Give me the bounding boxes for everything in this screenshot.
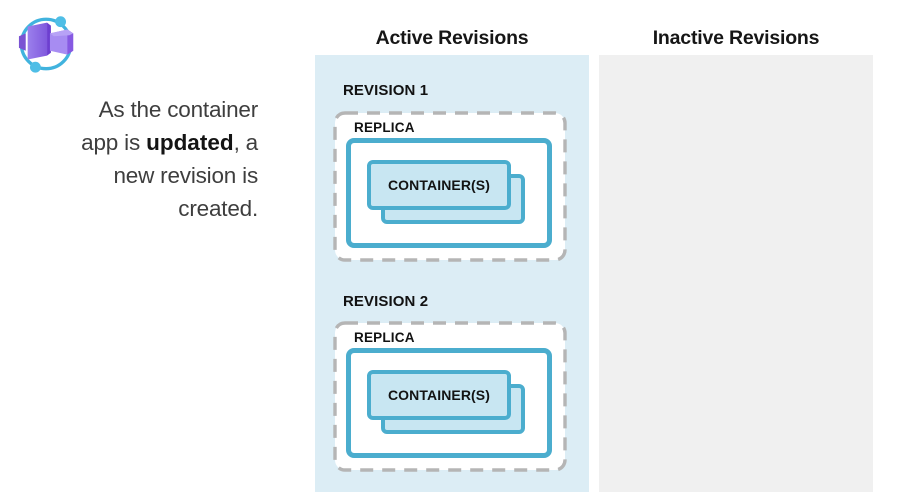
intro-updated-emphasis: updated — [146, 130, 234, 155]
revision-1-label: REVISION 1 — [343, 82, 429, 99]
revision-2-replica-group: REPLICA CONTAINER(S) — [333, 321, 567, 472]
container-apps-icon — [17, 12, 79, 74]
revision-2-container-front: CONTAINER(S) — [367, 370, 511, 420]
revision-1-container-front: CONTAINER(S) — [367, 160, 511, 210]
inactive-revisions-panel — [599, 55, 873, 492]
intro-text: As the container app is updated, a new r… — [0, 93, 258, 225]
revision-2-replica-label: REPLICA — [354, 330, 415, 345]
intro-line1: As the container — [98, 97, 259, 122]
active-revisions-panel: REVISION 1 REPLICA CONTAINER(S) REVISION… — [315, 55, 589, 492]
intro-line3: new revision is — [113, 163, 258, 188]
revision-1-replica-box: CONTAINER(S) — [346, 138, 552, 248]
revision-2-replica-box: CONTAINER(S) — [346, 348, 552, 458]
active-revisions-header: Active Revisions — [375, 27, 529, 49]
revision-2-label: REVISION 2 — [343, 293, 429, 310]
inactive-revisions-header: Inactive Revisions — [652, 27, 820, 49]
intro-line4: created. — [178, 196, 258, 221]
revision-1-replica-label: REPLICA — [354, 120, 415, 135]
intro-line2-post: , a — [233, 130, 259, 155]
revision-1-replica-group: REPLICA CONTAINER(S) — [333, 111, 567, 262]
intro-line2-pre: app is — [81, 130, 147, 155]
